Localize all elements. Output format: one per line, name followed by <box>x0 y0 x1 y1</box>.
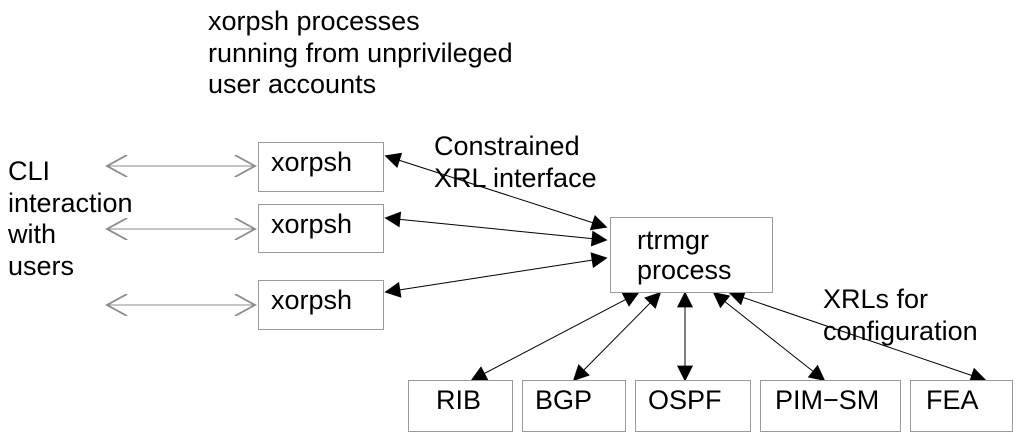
rtrmgr-box-line-2: process <box>637 255 732 285</box>
ospf-box-label: OSPF <box>648 385 722 415</box>
fea-box-label: FEA <box>926 385 979 415</box>
bgp-box-label: BGP <box>535 385 593 415</box>
rib-box-label: RIB <box>436 385 482 415</box>
xorpsh-box-2: xorpsh <box>258 204 384 253</box>
processes-note-line-1: xorpsh processes <box>208 6 420 36</box>
cli-note-line-4: users <box>8 250 75 281</box>
pimsm-box-label: PIM−SM <box>775 385 880 415</box>
constrained-note: Constrained XRL interface <box>434 131 597 194</box>
rtrmgr-box-line-1: rtrmgr <box>637 225 709 255</box>
xorpsh-box-1-label: xorpsh <box>271 147 353 177</box>
rib-box: RIB <box>408 380 513 432</box>
processes-note: xorpsh processes running from unprivileg… <box>208 6 513 101</box>
arrow-xorpsh2-rtrmgr <box>384 211 608 247</box>
processes-note-line-3: user accounts <box>208 69 377 99</box>
xrls-note-line-1: XRLs for <box>823 284 929 314</box>
arrow-xorpsh3-rtrmgr <box>384 252 608 298</box>
cli-note: CLI interaction with users <box>8 156 133 282</box>
xrls-note: XRLs for configuration <box>823 284 978 347</box>
processes-note-line-2: running from unprivileged <box>208 37 513 68</box>
arrow-rtrmgr-fea <box>728 290 987 383</box>
bgp-box: BGP <box>522 380 626 432</box>
xorpsh-box-1: xorpsh <box>258 142 384 192</box>
xorpsh-box-3-label: xorpsh <box>271 285 353 315</box>
cli-note-line-1: CLI <box>8 156 51 186</box>
rtrmgr-box: rtrmgr process <box>610 217 773 293</box>
constrained-note-line-1: Constrained <box>434 131 580 161</box>
xrls-note-line-2: configuration <box>823 315 978 346</box>
arrow-rtrmgr-rib <box>470 292 640 381</box>
pimsm-box: PIM−SM <box>760 380 901 432</box>
arrow-rtrmgr-bgp <box>572 291 662 382</box>
ospf-box: OSPF <box>635 380 751 432</box>
cli-note-line-3: with <box>8 219 57 249</box>
fea-box: FEA <box>910 380 1013 432</box>
xorpsh-box-2-label: xorpsh <box>271 209 353 239</box>
constrained-note-line-2: XRL interface <box>434 162 597 193</box>
xorpsh-box-3: xorpsh <box>258 280 384 330</box>
cli-note-line-2: interaction <box>8 187 133 218</box>
